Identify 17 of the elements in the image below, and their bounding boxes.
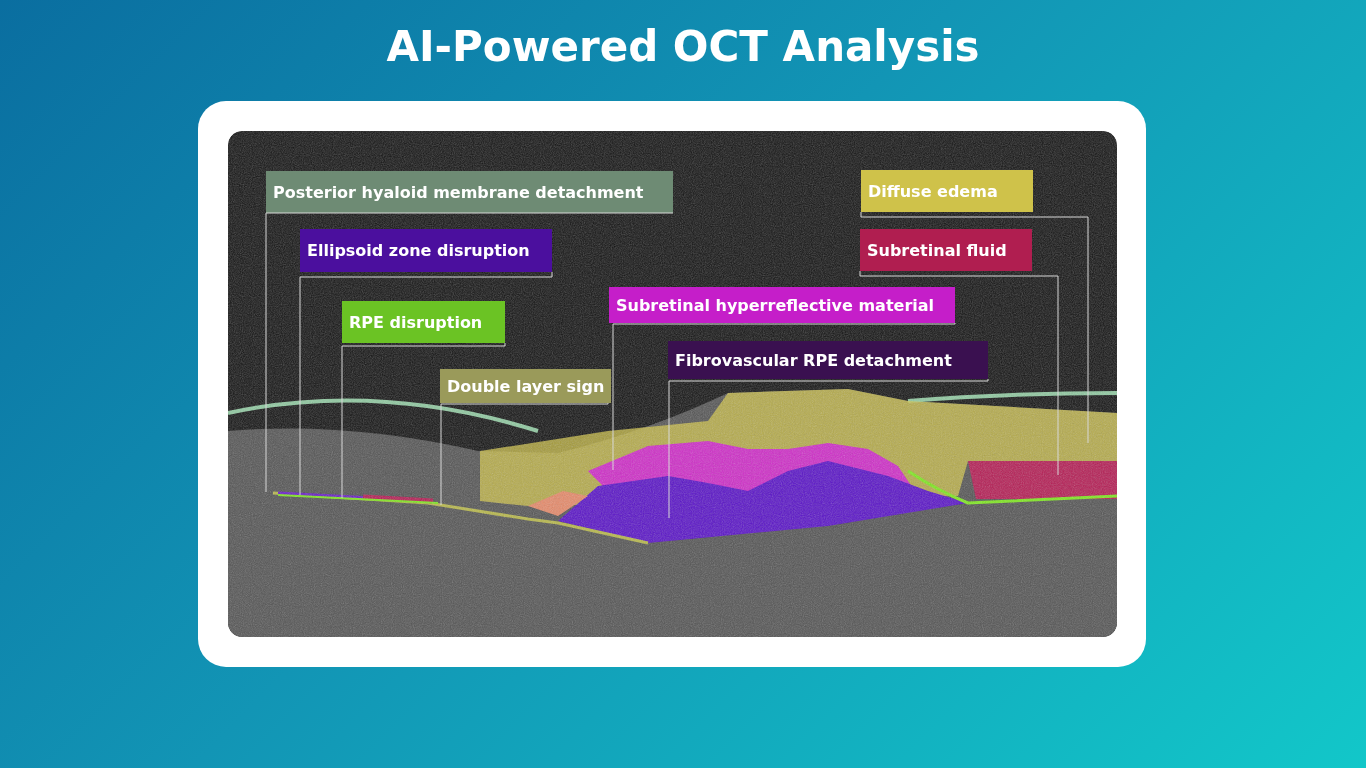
leader-line bbox=[341, 342, 506, 499]
annotation-label: Subretinal fluid bbox=[860, 229, 1032, 271]
leader-line bbox=[612, 322, 956, 471]
leader-line bbox=[299, 271, 553, 496]
leader-line bbox=[860, 211, 1089, 444]
annotation-label: Fibrovascular RPE detachment bbox=[668, 341, 988, 379]
leader-line bbox=[440, 402, 609, 506]
leader-line bbox=[265, 212, 674, 493]
annotation-label: Subretinal hyperreflective material bbox=[609, 287, 955, 323]
annotation-label: Double layer sign bbox=[440, 369, 612, 403]
title: AI-Powered OCT Analysis bbox=[385, 22, 981, 71]
annotation-label: Diffuse edema bbox=[861, 170, 1033, 212]
annotation-label: Posterior hyaloid membrane detachment bbox=[266, 171, 673, 213]
leader-line bbox=[859, 270, 1059, 476]
annotation-label: RPE disruption bbox=[342, 301, 505, 343]
leader-line bbox=[668, 378, 989, 519]
annotation-label: Ellipsoid zone disruption bbox=[300, 229, 552, 272]
